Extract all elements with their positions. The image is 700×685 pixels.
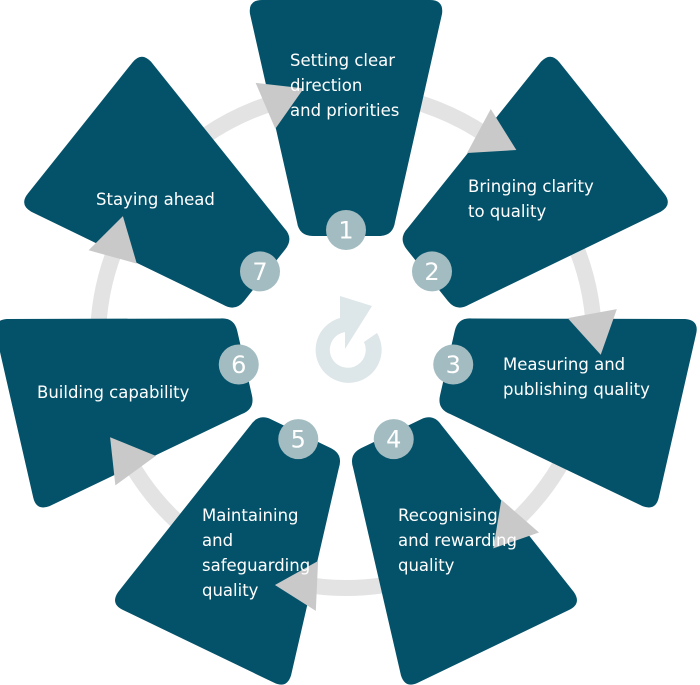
step-badge-5: 5 — [278, 419, 319, 460]
arrow-4-to-next — [274, 560, 319, 611]
cycle-arrows — [88, 82, 617, 611]
step-segment-1 — [249, 0, 443, 236]
arrow-7-to-next — [255, 82, 304, 129]
step-badge-2: 2 — [412, 251, 453, 292]
badge-circle — [373, 419, 414, 460]
arrow-2-to-next — [567, 309, 617, 355]
arrow-6-to-next — [88, 216, 137, 264]
step-label-line: Recognising — [398, 506, 498, 525]
step-badge-4: 4 — [373, 419, 414, 460]
center-cycle-icon — [315, 296, 382, 383]
badge-circle — [433, 344, 474, 385]
step-segment-5 — [115, 417, 341, 685]
badge-circle — [326, 210, 366, 250]
badge-circle — [218, 344, 259, 385]
step-label-line: and rewarding — [398, 531, 517, 550]
step-labels: Setting clear direction and prioritiesBrin… — [37, 51, 650, 600]
step-number: 4 — [386, 426, 401, 454]
step-label-line: safeguarding — [202, 556, 310, 575]
step-label-2: Bringing clarity to quality — [468, 177, 594, 221]
step-label-line: to quality — [468, 202, 546, 221]
step-number: 5 — [291, 426, 306, 454]
badge-circle — [278, 419, 319, 460]
step-number: 3 — [446, 351, 461, 379]
step-label-6: Building capability — [37, 383, 190, 402]
step-label-line: Staying ahead — [96, 190, 215, 209]
step-badge-7: 7 — [239, 251, 280, 292]
step-label-line: quality — [398, 556, 455, 575]
cycle-refresh-icon — [315, 296, 382, 383]
step-label-7: Staying ahead — [96, 190, 215, 209]
badge-circle — [239, 251, 280, 292]
step-number: 7 — [252, 258, 267, 286]
step-label-line: Building capability — [37, 383, 190, 402]
step-segment-4 — [351, 417, 577, 685]
step-label-5: Maintaining and safeguarding quality — [202, 506, 310, 600]
step-number: 1 — [338, 217, 353, 245]
step-segment-2 — [402, 56, 668, 308]
step-label-line: Setting clear — [290, 51, 395, 70]
step-badges: 1 2 3 4 5 6 7 — [218, 210, 474, 460]
step-segment-7 — [24, 56, 290, 308]
step-label-line: Measuring and — [503, 355, 625, 374]
arrow-3-to-next — [493, 499, 539, 549]
step-label-3: Measuring and publishing quality — [503, 355, 650, 399]
arrow-1-to-next — [467, 109, 517, 154]
step-label-line: publishing quality — [503, 380, 650, 399]
badge-circle — [412, 251, 453, 292]
step-number: 6 — [231, 351, 246, 379]
step-label-line: direction — [290, 76, 362, 95]
step-label-line: and — [202, 531, 233, 550]
step-segment-3 — [439, 318, 697, 508]
step-label-line: and priorities — [290, 101, 399, 120]
step-number: 2 — [424, 258, 439, 286]
step-badge-6: 6 — [218, 344, 259, 385]
step-badge-1: 1 — [326, 210, 366, 250]
step-label-line: Bringing clarity — [468, 177, 594, 196]
step-segment-6 — [0, 318, 253, 508]
step-label-line: quality — [202, 581, 259, 600]
step-label-1: Setting clear direction and priorities — [290, 51, 399, 120]
arrow-5-to-next — [110, 437, 156, 486]
step-badge-3: 3 — [433, 344, 474, 385]
step-label-4: Recognising and rewarding quality — [398, 506, 517, 575]
step-label-line: Maintaining — [202, 506, 299, 525]
